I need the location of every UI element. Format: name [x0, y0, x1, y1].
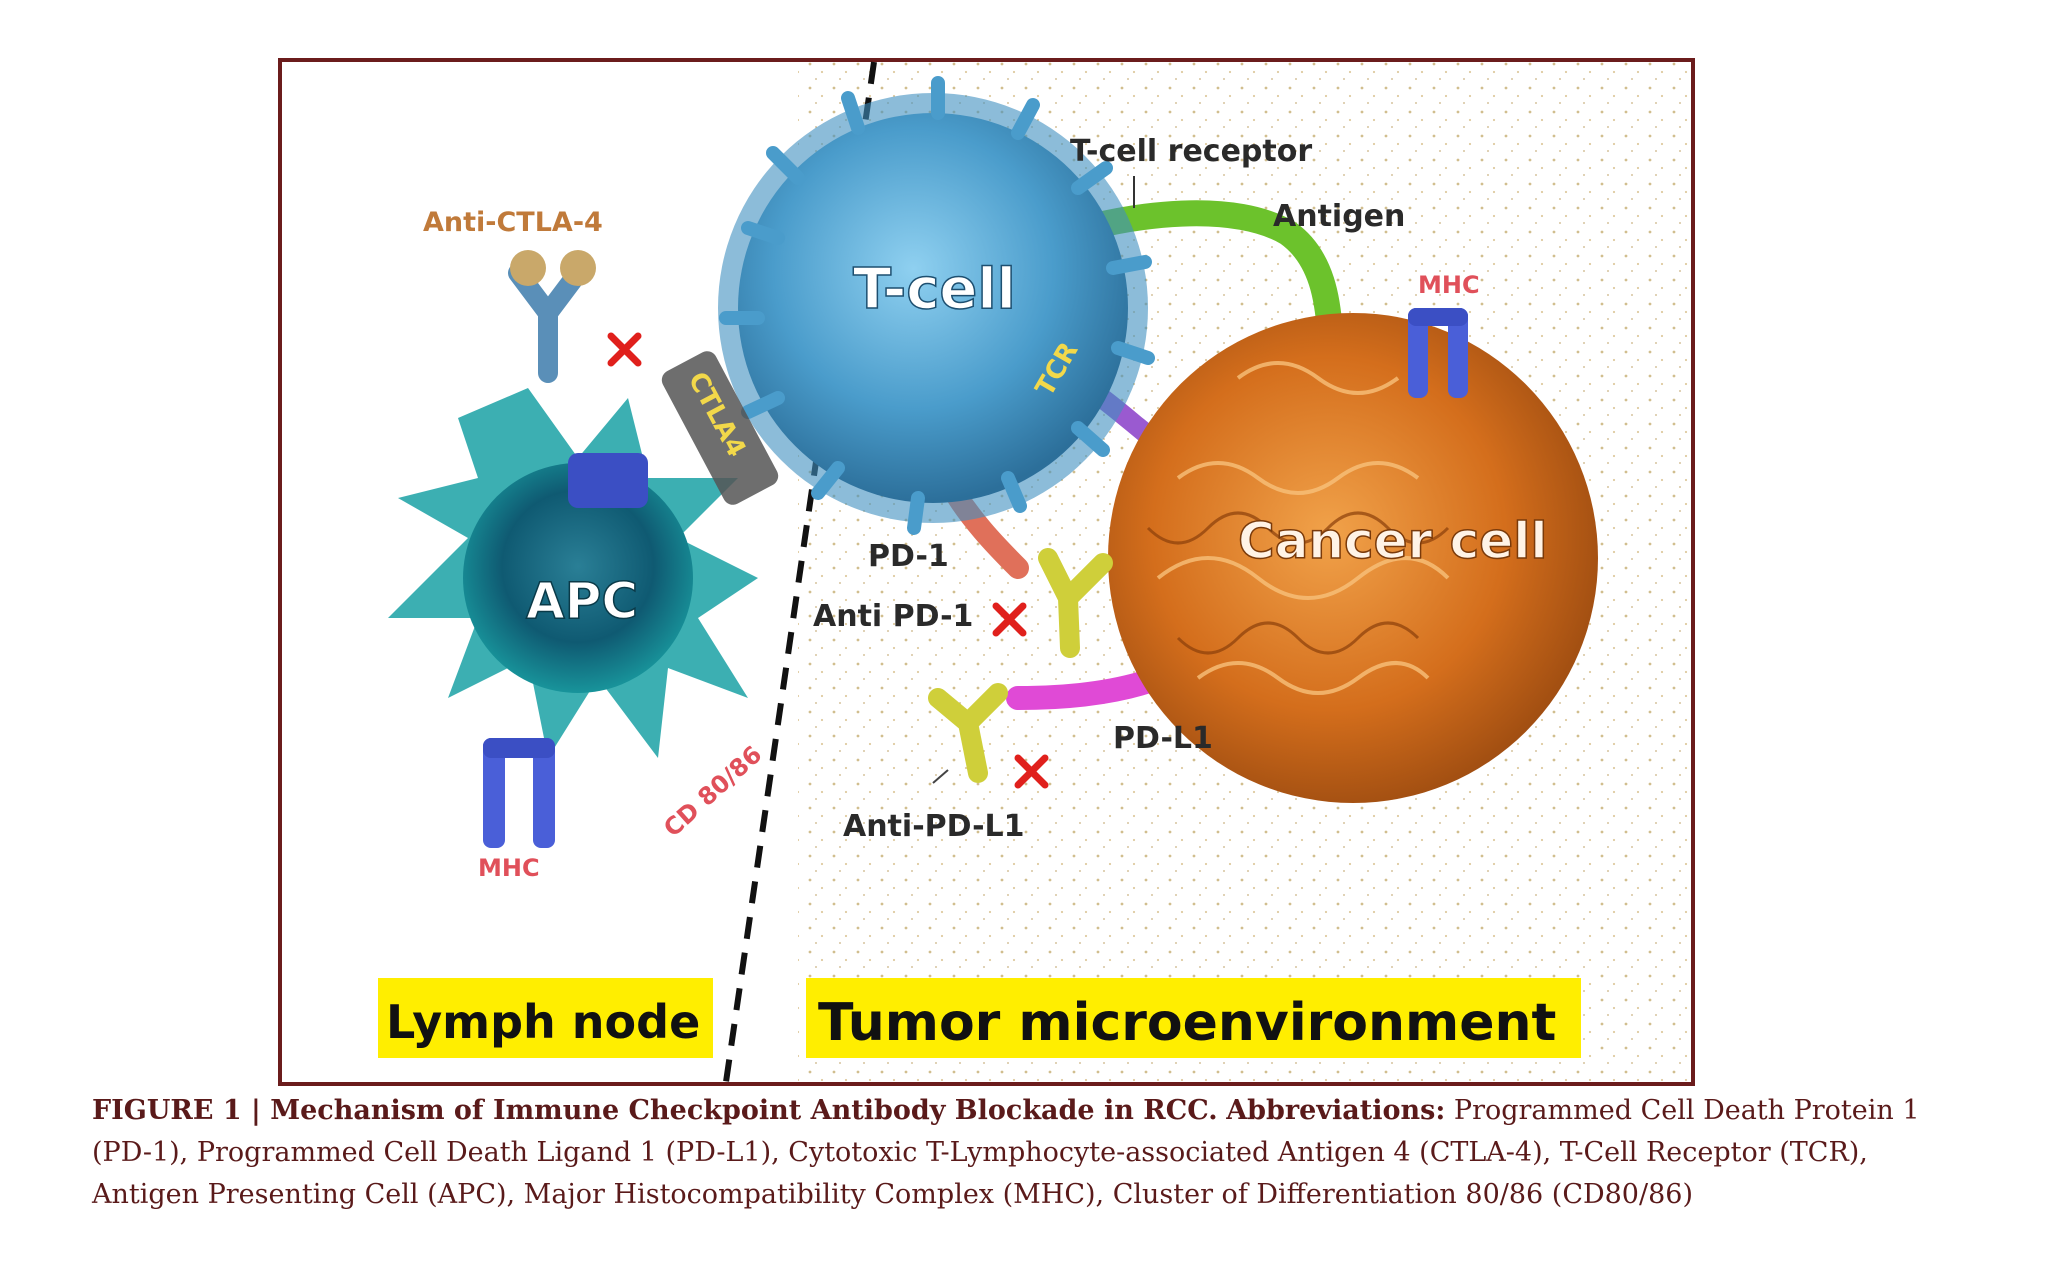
caption-abbreviations-label: Abbreviations:: [1226, 1095, 1446, 1126]
label-anti-pd1: Anti PD-1: [813, 599, 973, 634]
lymph-node-highlight: [378, 978, 713, 1058]
label-tumor-microenvironment: Tumor microenvironment: [818, 993, 1556, 1053]
figure-border: [278, 58, 1695, 1086]
anti-pdl1-antibody: [928, 683, 1008, 783]
label-cancer-cell: Cancer cell: [1238, 512, 1547, 570]
figure-caption: FIGURE 1 | Mechanism of Immune Checkpoin…: [92, 1090, 1972, 1216]
tumor-microenvironment-highlight: [806, 978, 1581, 1058]
label-mhc-tumor: MHC: [1418, 271, 1480, 299]
mhc-tumor-molecule: [1408, 308, 1468, 398]
cancer-cell: [1108, 313, 1598, 803]
figure-illustration: T-cell receptor Antigen Anti-CTLA-4 MHC …: [278, 58, 1695, 1086]
label-apc: APC: [526, 572, 638, 630]
label-lymph-node: Lymph node: [386, 995, 700, 1049]
label-antigen: Antigen: [1273, 199, 1405, 234]
label-t-cell-receptor: T-cell receptor: [1070, 134, 1312, 169]
anti-ctla4-antibody: [508, 250, 596, 383]
label-anti-pdl1: Anti-PD-L1: [843, 809, 1025, 844]
label-t-cell: T-cell: [853, 257, 1016, 322]
ctla4-receptor: [568, 453, 648, 508]
region-divider: [723, 61, 877, 1083]
anti-pd1-antibody: [1038, 548, 1113, 658]
anti-pdl1-pointer-line: [932, 769, 949, 784]
block-mark-pd1: [992, 602, 1027, 637]
block-mark-pdl1: [1014, 754, 1049, 789]
caption-separator: |: [241, 1095, 271, 1126]
caption-abbreviations-text: Programmed Cell Death Protein 1 (PD-1), …: [92, 1095, 1920, 1210]
label-anti-ctla4: Anti-CTLA-4: [423, 207, 603, 238]
label-pdl1: PD-L1: [1113, 721, 1213, 756]
ctla4-badge: [661, 351, 779, 505]
apc-cell: [388, 388, 758, 758]
block-mark-ctla4: [607, 332, 642, 367]
caption-figure-number: FIGURE 1: [92, 1095, 242, 1126]
mhc-apc-molecule: [483, 738, 555, 848]
caption-title: Mechanism of Immune Checkpoint Antibody …: [270, 1095, 1218, 1126]
label-pd1: PD-1: [868, 539, 949, 574]
label-mhc-apc: MHC: [478, 854, 540, 882]
t-cell: [718, 76, 1155, 535]
